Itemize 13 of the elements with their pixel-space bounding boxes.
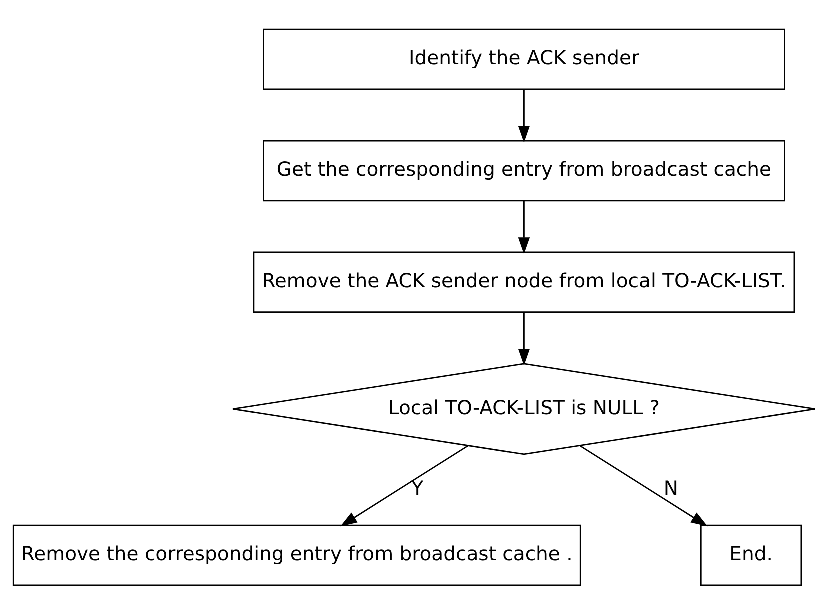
- arrow: [518, 200, 530, 254]
- arrow: [340, 444, 468, 526]
- edge-label: N: [664, 476, 678, 500]
- arrow: [580, 444, 708, 526]
- arrow: [518, 312, 530, 366]
- edge-label: Y: [412, 476, 424, 500]
- node-box: End.: [700, 524, 802, 586]
- node-box: Remove the corresponding entry from broadcast cache .: [12, 524, 582, 586]
- node-box: Remove the ACK sender node from local TO-ACK-LIST.: [253, 251, 796, 313]
- node-box: Get the corresponding entry from broadcast cache: [263, 140, 786, 202]
- node-diamond: Local TO-ACK-LIST is NULL ?: [232, 362, 816, 455]
- node-box: Identify the ACK sender: [263, 28, 786, 90]
- arrow: [518, 90, 530, 142]
